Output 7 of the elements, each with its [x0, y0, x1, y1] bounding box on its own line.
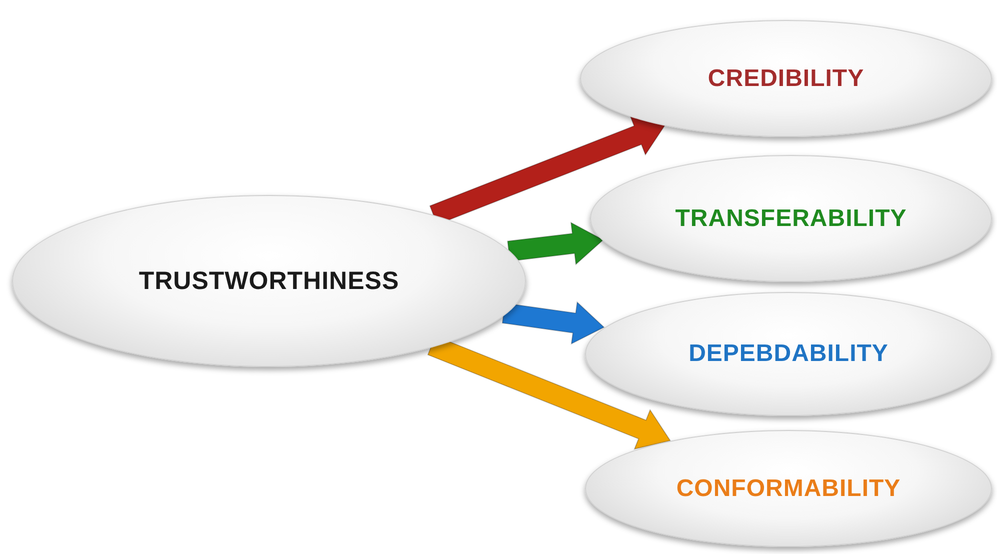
- node-label: DEPEBDABILITY: [688, 340, 888, 368]
- block-arrow: [502, 301, 605, 345]
- node-label: CONFORMABILITY: [676, 474, 901, 502]
- node-label: TRUSTWORTHINESS: [138, 266, 400, 296]
- node-label: CREDIBILITY: [708, 64, 864, 92]
- block-arrow: [507, 222, 604, 266]
- node-label: TRANSFERABILITY: [675, 204, 907, 232]
